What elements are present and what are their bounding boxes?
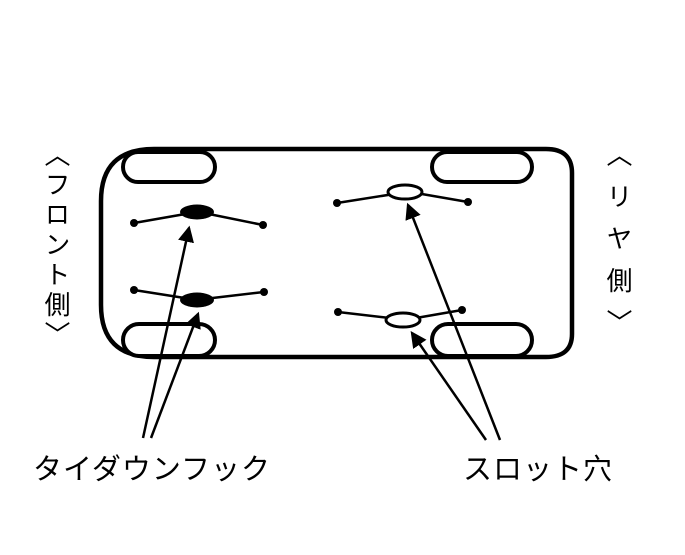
arrow-to-lower-hook (149, 311, 201, 439)
slot-hole-upper (333, 183, 472, 207)
slot-hole-lower-ellipse (384, 311, 422, 329)
wheel-front-bottom-left (121, 322, 217, 358)
arrow-to-lower-slot (410, 330, 488, 441)
wheel-rear-top (430, 150, 534, 184)
tiedown-hook-upper-ellipse (180, 204, 214, 220)
slot-hole-lower (334, 306, 466, 329)
tiedown-hook-upper (130, 204, 267, 229)
tiedown-hook-label: タイダウンフック (33, 454, 271, 486)
wheel-front-left (121, 150, 217, 184)
front-side-label: 〈フロント側〉 (41, 141, 71, 351)
arrow-to-upper-hook (141, 225, 194, 439)
slot-hole-label: スロット穴 (463, 454, 614, 486)
arrow-to-upper-slot (405, 202, 502, 441)
rear-side-label: 〈リヤ側〉 (603, 141, 633, 351)
tiedown-hook-lower-ellipse (180, 292, 214, 308)
tiedown-hook-lower (130, 286, 268, 308)
slot-hole-upper-ellipse (386, 183, 424, 201)
wheel-rear-bottom (430, 322, 534, 358)
